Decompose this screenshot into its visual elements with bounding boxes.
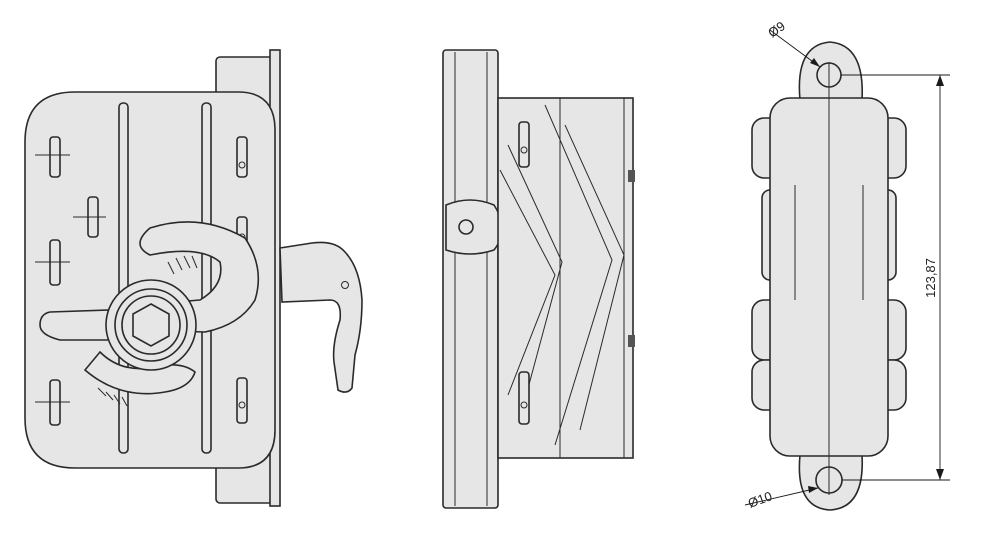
rear-dimensions: 123,87 Ø9 Ø10 (744, 18, 950, 511)
dim-bottom-hole: Ø10 (746, 488, 774, 511)
side-view (442, 49, 635, 509)
hex-socket (132, 303, 170, 347)
front-cam-lower (39, 309, 111, 341)
front-teeth (97, 255, 198, 407)
dim-top-hole: Ø9 (765, 18, 788, 40)
front-slots (35, 136, 248, 426)
side-slots (518, 121, 530, 425)
dim-hole-distance: 123,87 (923, 258, 938, 298)
side-pivot-lug (445, 199, 503, 255)
side-faceplate (442, 49, 499, 509)
front-hub (105, 279, 197, 371)
side-chevrons (499, 104, 625, 446)
rear-view: 123,87 Ø9 Ø10 (744, 18, 950, 511)
front-view (24, 49, 363, 507)
front-hook (279, 241, 363, 393)
